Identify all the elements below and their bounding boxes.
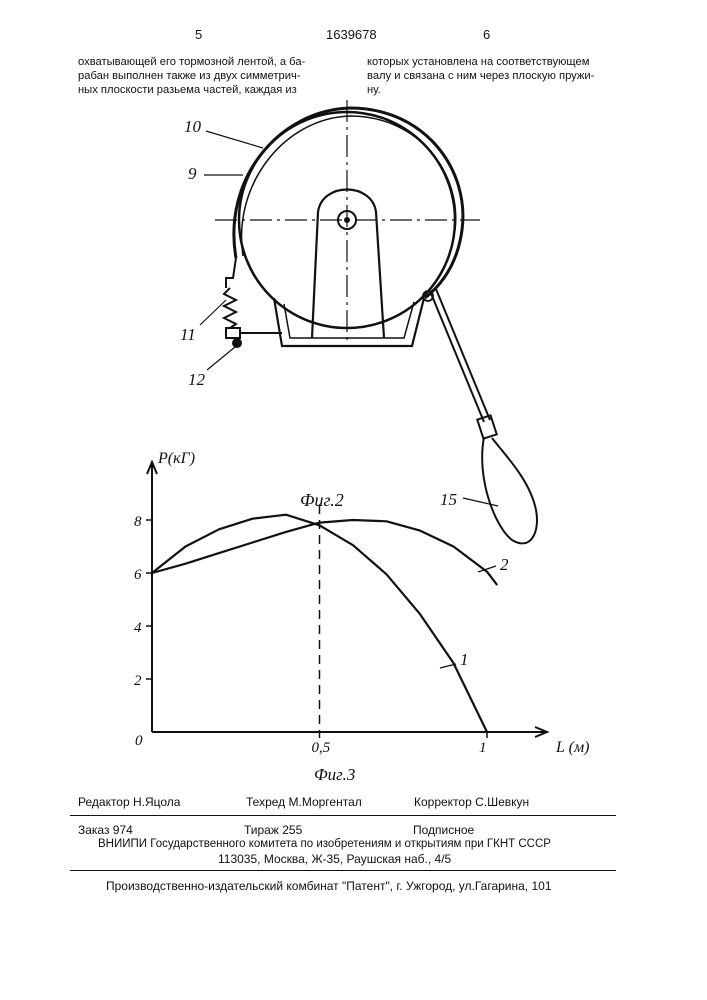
series-2-point xyxy=(319,522,320,523)
series-2-point xyxy=(218,553,219,554)
series-1-point xyxy=(218,529,219,530)
series-2-point xyxy=(185,563,186,564)
footer-subscription: Подписное xyxy=(413,823,474,837)
series-label-1-leader xyxy=(440,664,456,668)
series-2-point xyxy=(252,542,253,543)
series-1-point xyxy=(486,731,487,732)
series-1-point xyxy=(252,518,253,519)
series-2-point xyxy=(496,584,497,585)
y-axis-label: Р(кГ) xyxy=(157,450,195,467)
series-2-point xyxy=(285,531,286,532)
series-1-point xyxy=(386,574,387,575)
y-tick-label: 8 xyxy=(134,514,142,530)
series-2-point xyxy=(386,521,387,522)
series-2-point xyxy=(453,546,454,547)
footer-divider-1 xyxy=(70,815,616,816)
footer-order: Заказ 974 xyxy=(78,823,133,837)
footer-org: ВНИИПИ Государственного комитета по изоб… xyxy=(98,838,551,850)
y-tick-label: 4 xyxy=(134,620,142,636)
footer-editor: Редактор Н.Яцола xyxy=(78,795,180,809)
series-2-point xyxy=(486,571,487,572)
y-tick-label: 6 xyxy=(134,567,142,583)
series-2-point xyxy=(419,530,420,531)
series-line-1 xyxy=(152,515,487,732)
series-1-point xyxy=(352,545,353,546)
series-line-2 xyxy=(152,520,497,585)
origin-label: 0 xyxy=(135,733,143,749)
series-label-1: 1 xyxy=(460,650,469,669)
series-1-point xyxy=(185,546,186,547)
series-1-point xyxy=(319,525,320,526)
x-axis-label: L (м) xyxy=(555,739,589,756)
footer-circulation: Тираж 255 xyxy=(244,823,302,837)
footer-publisher: Производственно-издательский комбинат "П… xyxy=(106,879,552,893)
x-tick-label: 0,5 xyxy=(312,740,331,756)
figure3-caption: Фиг.3 xyxy=(314,765,355,785)
x-tick-label: 1 xyxy=(479,740,487,756)
footer-techred: Техред М.Моргентал xyxy=(246,795,362,809)
footer-corrector: Корректор С.Шевкун xyxy=(414,795,529,809)
series-1-point xyxy=(453,663,454,664)
series-1-point xyxy=(285,514,286,515)
footer-divider-2 xyxy=(70,870,616,871)
series-2-point xyxy=(151,572,152,573)
footer-address: 113035, Москва, Ж-35, Раушская наб., 4/5 xyxy=(218,852,451,866)
y-tick-label: 2 xyxy=(134,673,142,689)
series-2-point xyxy=(352,519,353,520)
series-1-point xyxy=(419,613,420,614)
series-label-2: 2 xyxy=(500,555,509,574)
